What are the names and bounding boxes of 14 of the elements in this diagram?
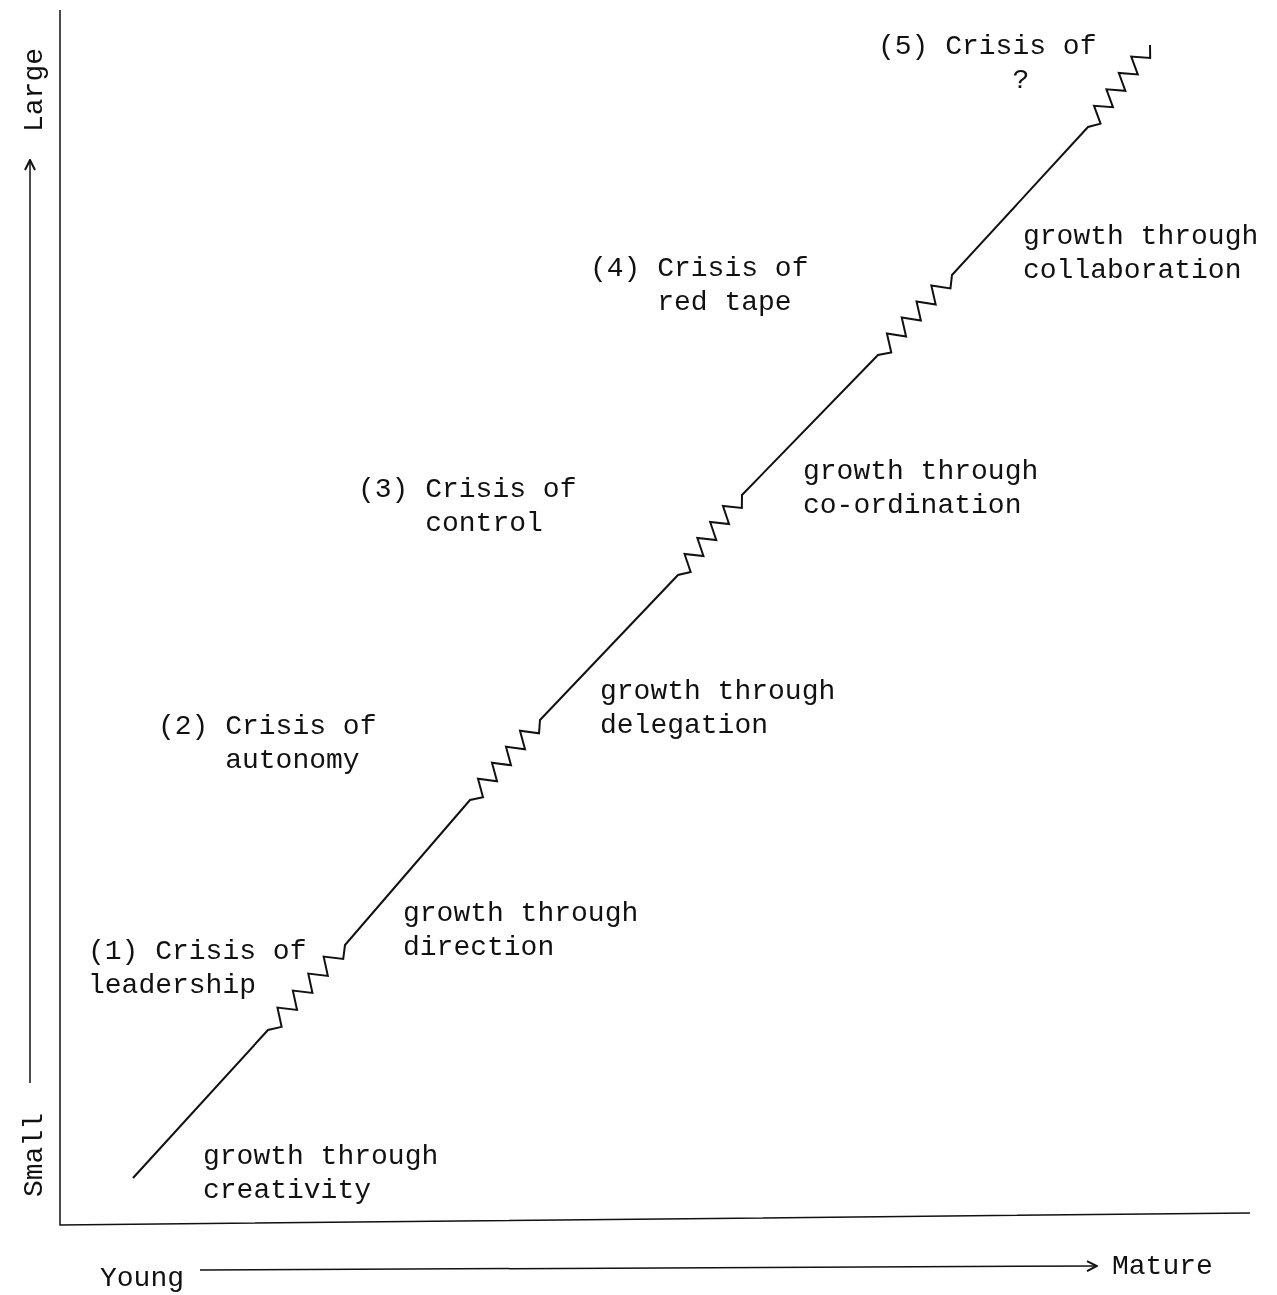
crisis-label: (2) Crisis of autonomy <box>158 710 377 778</box>
crisis-label: (4) Crisis of red tape <box>590 252 809 320</box>
phase-label: growth through delegation <box>600 675 836 743</box>
crisis-label: (1) Crisis of leadership <box>88 935 307 1003</box>
crisis-label: (3) Crisis of control <box>358 473 577 541</box>
axis-label: Young <box>100 1262 185 1295</box>
axis-label: Large <box>18 48 51 132</box>
phase-label: growth through direction <box>403 897 639 965</box>
axis-label: Small <box>18 1113 51 1197</box>
phase-label: growth through collaboration <box>1023 220 1259 288</box>
phase-label: growth through creativity <box>203 1140 439 1208</box>
axis-label: Mature <box>1112 1250 1214 1284</box>
crisis-label: (5) Crisis of ? <box>878 30 1097 98</box>
phase-label: growth through co-ordination <box>803 455 1039 523</box>
